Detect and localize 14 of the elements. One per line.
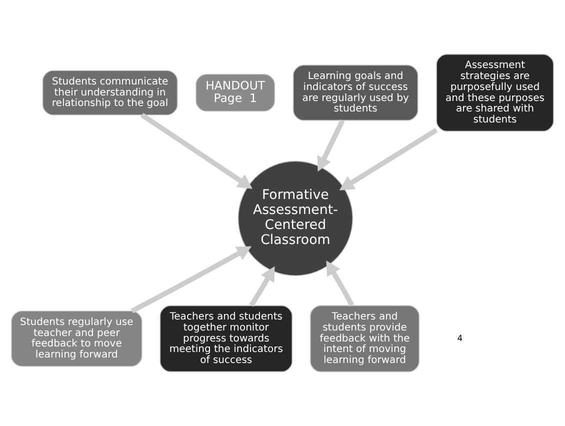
arrow: [140, 112, 252, 189]
arrow: [317, 119, 345, 172]
arrow: [249, 266, 275, 307]
arrow: [326, 260, 354, 307]
node-box: HANDOUT Page 1: [196, 74, 275, 112]
arrow: [130, 246, 252, 314]
label: 4: [457, 332, 463, 343]
node-box: Teachers and students provide feedback with the intent of moving learning forward: [310, 305, 420, 372]
arrow: [339, 128, 438, 190]
node-box: Assessment strategies are purposefully used and these purposes are shared with students: [436, 54, 554, 132]
node-box: Students communicate their understanding in relationship to the goal: [42, 70, 178, 116]
node-box: Students regularly use teacher and peer feedback to move learning forward: [11, 310, 142, 367]
node-box: Learning goals and indicators of success are regularly used by students: [292, 64, 418, 121]
node-box: Teachers and students together monitor progress towards meeting the indicators of success: [160, 305, 293, 372]
